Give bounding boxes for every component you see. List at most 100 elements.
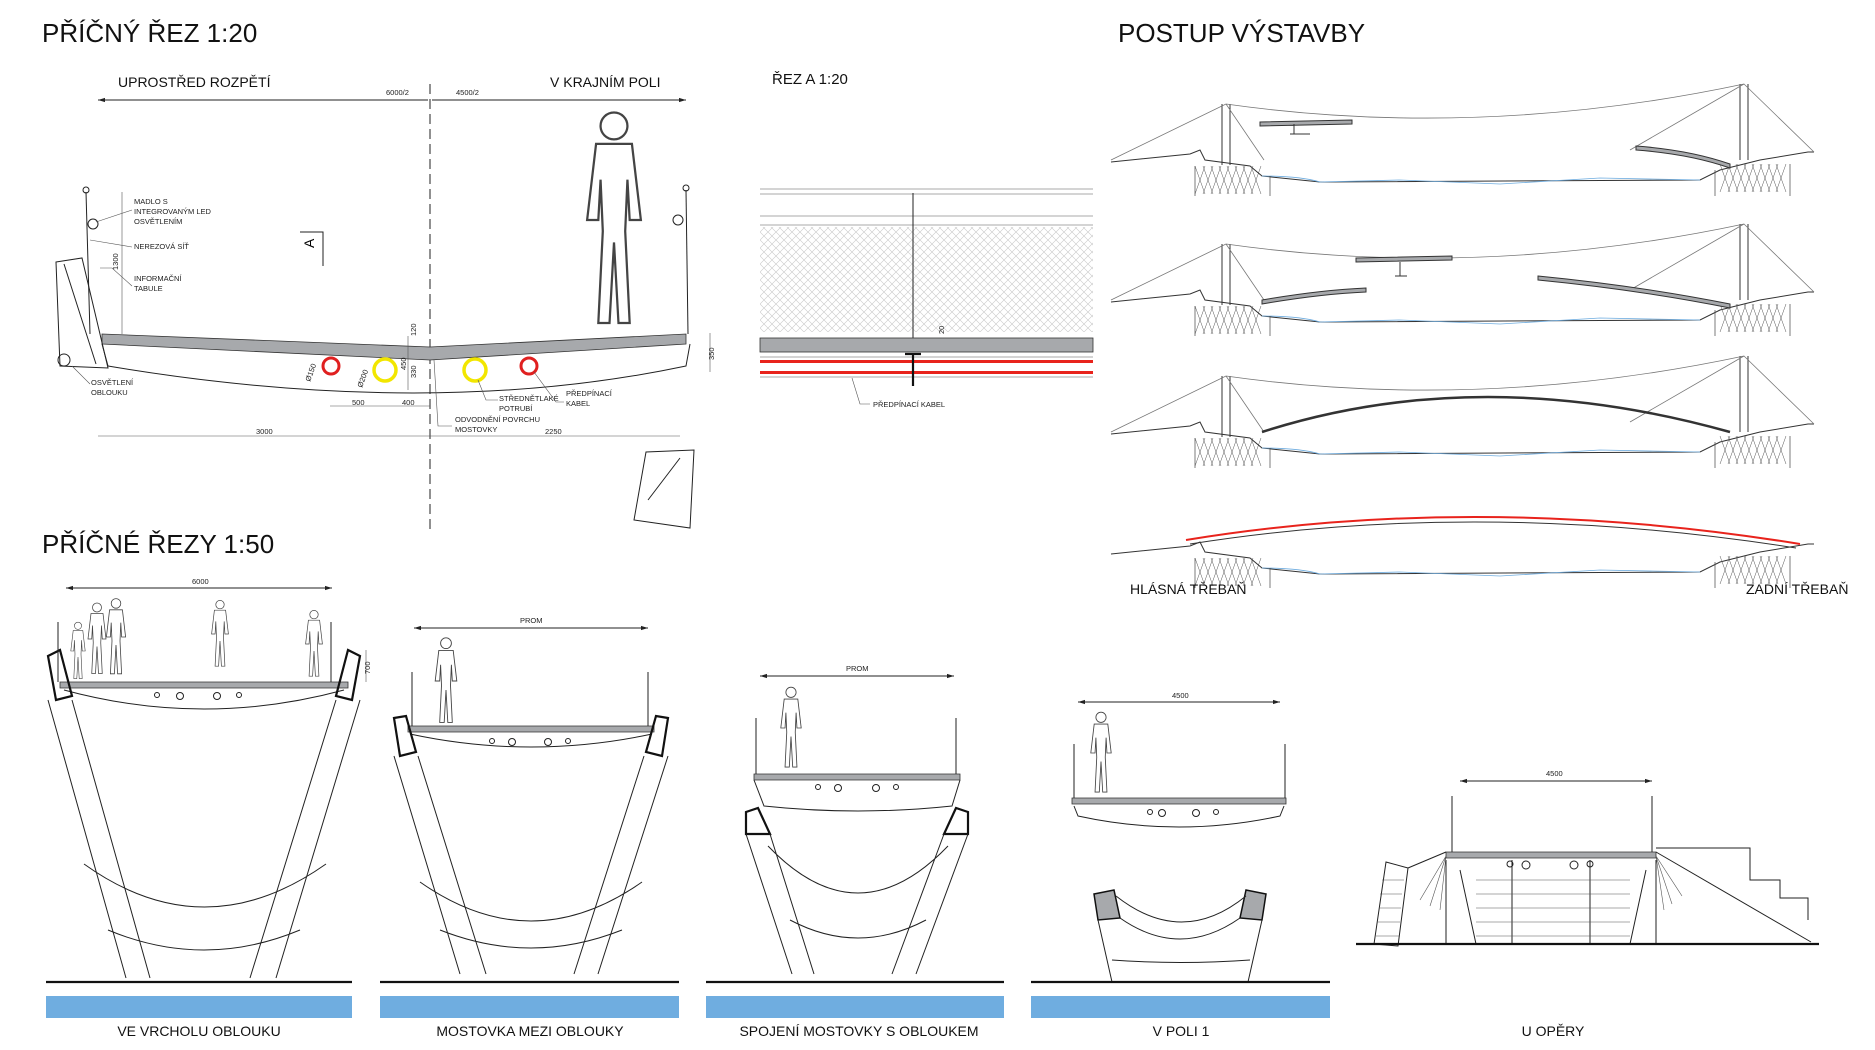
right-heading: V KRAJNÍM POLI <box>550 74 660 90</box>
pylon <box>1221 224 1749 305</box>
dim-width: PROM <box>520 616 543 625</box>
section-a-title: ŘEZ A 1:20 <box>772 71 848 88</box>
stay-cable <box>1110 223 1815 301</box>
section-label: VE VRCHOLU OBLOUKU <box>117 1023 280 1039</box>
abutment-lines <box>1194 556 1791 588</box>
dim-pipe-large: Ø200 <box>355 368 370 388</box>
dim-deck-slab: 120 <box>409 323 418 336</box>
prestress-cable <box>760 371 1093 374</box>
dim-railing-height: 1300 <box>111 253 120 270</box>
section-arch-crown: 6000 700 VE VRCHOLU OBLOUKU <box>46 577 372 1039</box>
railing-cap <box>682 184 690 192</box>
label-info-board: INFORMAČNÍ <box>134 274 182 283</box>
water <box>1031 996 1330 1018</box>
abutment-lines <box>1194 436 1791 468</box>
arch-edge <box>55 257 109 369</box>
section-deck-between-arches: PROM MOSTOVKA MEZI OBLOUKY <box>380 616 679 1039</box>
construction-stage-1 <box>1110 83 1815 196</box>
foundation-hatch <box>1194 163 1787 195</box>
arch-edge-detail <box>633 449 695 529</box>
dim-height: 700 <box>363 661 372 674</box>
label-drainage: MOSTOVKY <box>455 425 497 434</box>
label-handrail: MADLO S <box>134 197 168 206</box>
deck-cantilever <box>1261 287 1367 305</box>
terrain <box>1110 149 1814 183</box>
abutment-lines <box>1194 164 1791 196</box>
dim-500: 500 <box>352 398 365 407</box>
railing-cap <box>82 186 90 194</box>
dim-edge-depth: 350 <box>707 347 716 360</box>
cross-sections-1-50: PŘÍČNÉ ŘEZY 1:50 6000 700 VE VRCHOLU OBL… <box>42 529 1819 1039</box>
riverbed <box>1261 175 1701 185</box>
deck-slab <box>101 333 687 361</box>
section-deck-arch-joint: PROM SPOJENÍ MOSTOVKY S OBLOUKEM <box>706 664 1004 1039</box>
arch-deck <box>1261 395 1731 434</box>
person-figure <box>434 637 458 723</box>
terrain <box>1110 541 1814 575</box>
label-handrail: INTEGROVANÝM LED <box>134 207 212 216</box>
dim-pipe-small: Ø150 <box>303 362 318 382</box>
construction-sequence: POSTUP VÝSTAVBY HLÁSNÁ TŘEBAŇ ZADNÍ TŘEB… <box>1110 18 1848 597</box>
deck-segment <box>1355 255 1453 277</box>
section-mark-a: A <box>300 231 324 266</box>
dim-width: PROM <box>846 664 869 673</box>
cyclist-figure <box>211 600 229 667</box>
annotation-labels: MADLO S INTEGROVANÝM LED OSVĚTLENÍM NERE… <box>91 197 613 434</box>
dim-2250: 2250 <box>545 427 562 436</box>
person-figure <box>1090 711 1112 793</box>
dim-deck-depth: 450 <box>399 357 408 370</box>
section-at-abutment: 4500 U OPĚRY <box>1356 769 1819 1039</box>
deck-cantilever <box>1537 275 1731 309</box>
dim-20: 20 <box>937 326 946 334</box>
deck-segment <box>1259 119 1353 135</box>
dim-box-depth: 330 <box>409 365 418 378</box>
riverbed <box>1261 447 1701 457</box>
dim-width: 6000 <box>192 577 209 586</box>
foundation-hatch <box>1194 435 1787 467</box>
prestressed-deck-lower <box>1189 521 1797 549</box>
construction-stage-4 <box>1110 515 1814 588</box>
railing-post-left <box>85 191 91 335</box>
construction-title: POSTUP VÝSTAVBY <box>1118 18 1365 48</box>
deck-slab <box>759 337 1094 353</box>
label-cable: PŘEDPÍNACÍ <box>566 389 613 398</box>
terrain <box>1110 289 1814 323</box>
label-arch-lighting: OSVĚTLENÍ <box>91 378 134 387</box>
label-arch-lighting: OBLOUKU <box>91 388 128 397</box>
dim-half-right: 4500/2 <box>456 88 479 97</box>
person-figure <box>780 686 802 768</box>
section-label: MOSTOVKA MEZI OBLOUKY <box>436 1023 624 1039</box>
deck-box <box>101 343 691 394</box>
water <box>706 996 1004 1018</box>
foundation-hatch <box>1194 555 1787 587</box>
label-pipe: STŘEDNĚTLAKÉ <box>499 394 559 403</box>
person-figure <box>105 598 127 675</box>
foundation-hatch <box>1194 303 1787 335</box>
prestress-cable-pipe <box>519 356 539 376</box>
person-figure <box>585 111 643 325</box>
dim-width: 4500 <box>1172 691 1189 700</box>
section-label: V POLI 1 <box>1153 1023 1210 1039</box>
prestress-cable-pipe <box>321 356 341 376</box>
prestress-cable <box>760 360 1093 363</box>
dim-half-left: 6000/2 <box>386 88 409 97</box>
person-figure <box>305 610 323 677</box>
person-figure <box>70 621 86 679</box>
railing-post-right <box>685 189 689 335</box>
water <box>46 996 352 1018</box>
prestressed-deck <box>1185 515 1801 545</box>
section-label: U OPĚRY <box>1522 1023 1585 1039</box>
section-a-detail: ŘEZ A 1:20 20 PŘEDPÍNACÍ KABEL <box>759 71 1094 409</box>
label-left-bank: HLÁSNÁ TŘEBAŇ <box>1130 581 1246 597</box>
construction-stage-2 <box>1110 223 1815 336</box>
stay-cable <box>1110 83 1815 161</box>
section-span-1: 4500 V POLI 1 <box>1031 691 1330 1039</box>
label-cable: KABEL <box>566 399 590 408</box>
section-label: SPOJENÍ MOSTOVKY S OBLOUKEM <box>739 1023 978 1039</box>
cross-section-1-20: PŘÍČNÝ ŘEZ 1:20 UPROSTŘED ROZPĚTÍ V KRAJ… <box>42 18 716 534</box>
dim-400: 400 <box>402 398 415 407</box>
water <box>380 996 679 1018</box>
dim-width: 4500 <box>1546 769 1563 778</box>
construction-stage-3 <box>1110 355 1815 468</box>
